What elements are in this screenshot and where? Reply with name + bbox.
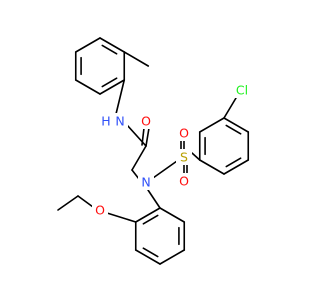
- sulfonyl-oxygen-upper-label-bg: [176, 125, 192, 141]
- chlorophenyl-ring-bond: [198, 159, 225, 175]
- sulfonamide-nitrogen-label: N: [141, 175, 150, 190]
- bond-layer: [57, 37, 250, 265]
- ch2-to-sulfonamide-n-bond: [131, 169, 140, 180]
- sulfur-label-bg: [176, 149, 192, 165]
- tolyl-ring-bond: [74, 37, 101, 53]
- sulfonyl-oxygen-lower-label: O: [179, 174, 189, 189]
- tolyl-ring-bond: [99, 37, 126, 53]
- n-to-sulfur-bond: [152, 160, 178, 179]
- ether-oxygen-label-bg: [92, 202, 108, 218]
- chlorophenyl-ring-double-bond: [225, 157, 242, 168]
- ether-o-to-ch2-bond: [77, 195, 94, 208]
- chlorine-label-bg: [232, 82, 252, 98]
- chlorophenyl-ring-double-bond: [225, 124, 242, 135]
- tolyl-ring-bond: [99, 79, 126, 95]
- carbonyl-double-bond: [145, 127, 150, 147]
- amide-hydrogen-label-bg: [100, 113, 112, 129]
- amide-oxygen-label-bg: [138, 113, 154, 129]
- chloro-bond: [223, 97, 237, 119]
- amide-nitrogen-label-bg: [112, 113, 128, 129]
- tolyl-ring-bond: [74, 79, 101, 95]
- ethoxyphenyl-ring-double-bond: [142, 214, 159, 225]
- n-to-bottom-ring-bond: [147, 189, 161, 209]
- methyl-bond: [123, 51, 150, 67]
- sulfur-label: S: [180, 150, 188, 165]
- amide-nitrogen-label: N: [115, 114, 124, 129]
- ring-to-ether-o-bond: [106, 212, 137, 223]
- chlorophenyl-ring-bond: [223, 159, 250, 175]
- tolyl-ring-double-bond: [101, 44, 118, 55]
- tolyl-ring-double-bond: [101, 77, 118, 88]
- amide-oxygen-label: O: [141, 114, 151, 129]
- ethoxyphenyl-ring-double-bond: [142, 247, 159, 258]
- carbonyl-to-ch2-bond: [131, 145, 147, 171]
- ethoxyphenyl-ring-bond: [159, 249, 186, 265]
- sulfur-to-ring-bond: [191, 152, 201, 161]
- sulfonamide-nitrogen-label-bg: [138, 174, 154, 190]
- chlorine-label: Cl: [236, 83, 248, 98]
- ether-oxygen-label: O: [95, 203, 105, 218]
- ethoxyphenyl-ring-bond: [159, 207, 186, 223]
- chlorophenyl-ring-bond: [223, 117, 250, 133]
- ethoxyphenyl-ring-bond: [134, 249, 161, 265]
- sulfonyl-oxygen-upper-label: O: [179, 126, 189, 141]
- ethyl-bond: [57, 195, 79, 211]
- carbonyl-double-bond-inner: [141, 127, 145, 146]
- amide-hydrogen-label: H: [101, 114, 110, 129]
- chlorophenyl-ring-bond: [198, 117, 225, 133]
- ethoxyphenyl-ring-bond: [134, 207, 161, 223]
- ring-to-amide-n-bond: [115, 79, 126, 115]
- sulfonyl-oxygen-lower-label-bg: [176, 173, 192, 189]
